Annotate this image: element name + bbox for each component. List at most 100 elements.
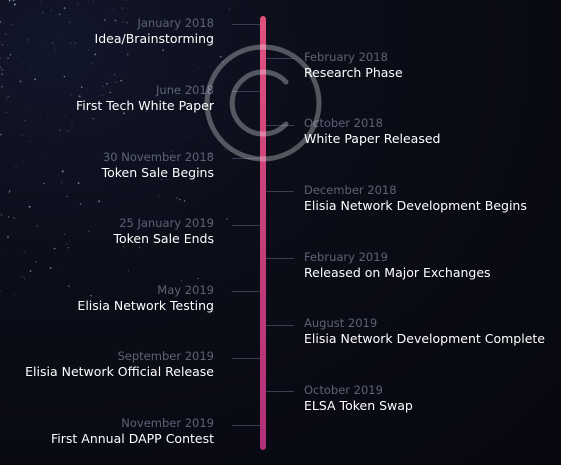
entry-title: Research Phase <box>304 64 403 80</box>
entry-date: February 2019 <box>304 250 388 264</box>
star <box>79 203 82 205</box>
entry-title: Token Sale Ends <box>113 230 214 246</box>
star <box>66 243 68 246</box>
timeline-entry: January 2018 Idea/Brainstorming <box>94 16 214 46</box>
star <box>126 53 129 56</box>
timeline-tick <box>266 191 294 192</box>
timeline-entry: May 2019 Elisia Network Testing <box>77 283 214 312</box>
star <box>69 21 71 24</box>
timeline-entry: November 2019 First Annual DAPP Contest <box>51 416 214 445</box>
star <box>94 53 97 56</box>
star <box>92 117 95 120</box>
star <box>33 299 35 300</box>
star <box>162 49 164 51</box>
star <box>92 1 94 3</box>
star <box>64 129 66 131</box>
star <box>125 0 127 1</box>
star <box>12 0 15 1</box>
entry-date: October 2019 <box>304 383 383 397</box>
star <box>24 120 26 122</box>
star <box>55 36 58 38</box>
star <box>43 182 45 185</box>
star <box>230 292 232 294</box>
star <box>0 290 1 292</box>
star <box>179 198 181 201</box>
star <box>1 44 4 46</box>
star <box>46 42 48 44</box>
star <box>112 9 114 11</box>
star <box>122 7 124 9</box>
star <box>28 281 30 283</box>
star <box>30 141 32 143</box>
star <box>67 285 70 288</box>
star <box>0 213 3 216</box>
star <box>61 181 63 184</box>
star <box>61 170 64 173</box>
timeline-tick <box>232 158 260 159</box>
timeline-tick <box>266 58 294 59</box>
star <box>123 246 124 248</box>
star <box>120 79 123 82</box>
timeline-entry: June 2018 First Tech White Paper <box>76 84 214 113</box>
star <box>21 134 24 136</box>
star <box>220 0 222 1</box>
star <box>139 247 141 249</box>
star <box>123 112 125 115</box>
entry-title: Idea/Brainstorming <box>94 30 214 46</box>
star <box>143 60 144 62</box>
star <box>69 42 72 45</box>
star <box>90 63 92 65</box>
star <box>231 0 233 1</box>
timeline-entry: 25 January 2019 Token Sale Ends <box>113 217 214 246</box>
star <box>44 68 46 70</box>
star <box>6 111 8 114</box>
star <box>10 24 12 26</box>
star <box>7 95 10 98</box>
star <box>7 57 9 60</box>
star <box>1 73 3 75</box>
star <box>13 2 15 4</box>
entry-date: February 2018 <box>304 50 388 64</box>
star <box>181 280 183 282</box>
star <box>87 230 90 233</box>
star <box>114 74 116 76</box>
entry-date: January 2018 <box>137 16 214 30</box>
star <box>71 124 73 126</box>
star <box>66 195 68 197</box>
star <box>5 98 8 100</box>
entry-date: May 2019 <box>157 283 214 297</box>
timeline-tick <box>232 358 260 359</box>
entry-date: December 2018 <box>304 183 397 197</box>
entry-date: September 2019 <box>117 349 215 363</box>
star <box>34 78 37 81</box>
star <box>9 36 11 38</box>
entry-date: November 2019 <box>121 416 214 430</box>
star <box>108 78 110 79</box>
entry-title: Elisia Network Development Complete <box>304 330 545 346</box>
timeline-tick <box>232 425 260 426</box>
star <box>93 135 95 136</box>
star <box>200 135 202 137</box>
star <box>136 0 138 2</box>
star <box>29 270 32 272</box>
entry-date: 30 November 2018 <box>102 150 214 164</box>
star <box>54 47 56 49</box>
star <box>50 9 52 12</box>
star <box>224 149 226 151</box>
star <box>4 33 7 36</box>
timeline-tick <box>266 258 294 259</box>
timeline-tick <box>266 325 294 326</box>
star <box>64 115 66 117</box>
star <box>8 0 11 2</box>
timeline-entry: February 2018 Research Phase <box>304 50 403 80</box>
entry-title: Elisia Network Development Begins <box>304 197 527 213</box>
star <box>58 13 61 16</box>
entry-title: First Tech White Paper <box>76 97 214 113</box>
star <box>128 270 129 272</box>
star <box>13 293 15 295</box>
star <box>222 61 224 63</box>
star <box>197 277 199 279</box>
star <box>77 4 79 6</box>
star <box>0 133 2 136</box>
star <box>61 266 63 268</box>
